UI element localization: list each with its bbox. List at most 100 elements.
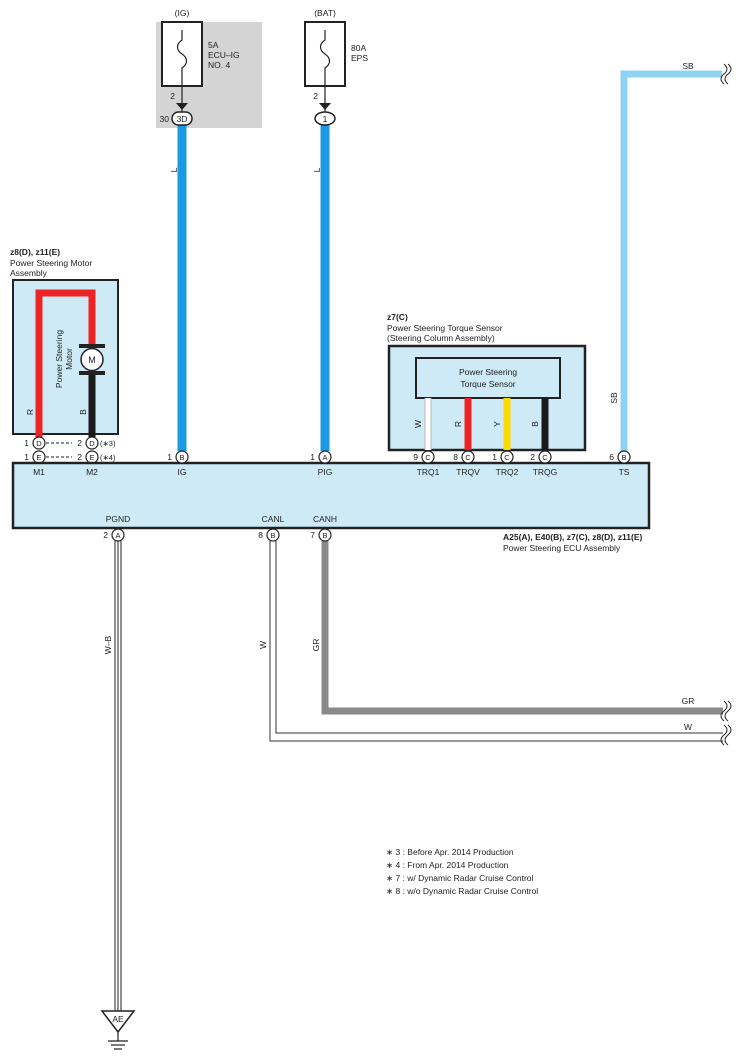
motor-row1-conn-right xyxy=(85,436,99,450)
terminal-canh-name: CANH xyxy=(313,514,337,524)
torque-sensor-inner-box xyxy=(415,357,561,399)
motor-wire-b-label: B xyxy=(78,409,88,415)
motor-code: z8(D), z11(E) xyxy=(10,247,60,257)
connector-bat-label: 1 xyxy=(323,114,328,124)
terminal-ts-conn: B xyxy=(621,453,626,462)
motor-symbol-bottom xyxy=(79,371,105,375)
fuse-ig-pin: 2 xyxy=(170,91,175,101)
wire-label-canl-h: W xyxy=(684,722,692,732)
terminal-trqv-pin: 8 xyxy=(453,452,458,462)
fuse-ig-rating: 5A xyxy=(208,40,219,50)
wire-canl-outer xyxy=(269,541,723,742)
trq-wire-w-label: W xyxy=(413,420,423,428)
connector-3d xyxy=(171,111,193,126)
connector-3d-label: 3D xyxy=(177,114,188,124)
motor-row1-pin-right: 2 xyxy=(77,438,82,448)
terminal-trq2-conn: C xyxy=(504,453,510,462)
motor-row2-pin-left: 1 xyxy=(24,452,29,462)
terminal-trq1-connector xyxy=(421,450,435,464)
torque-sensor-inner-2: Torque Sensor xyxy=(460,379,515,389)
fuse-bat-symbol xyxy=(319,30,331,86)
terminal-canl-conn: B xyxy=(270,531,275,540)
fuse-ig-source: (IG) xyxy=(175,8,190,18)
connector-3d-pin: 30 xyxy=(160,114,170,124)
terminal-trqv-name: TRQV xyxy=(456,467,480,477)
ecu-bottom-terminals: PGND 2 A CANL 8 B CANH 7 B xyxy=(103,514,337,542)
wire-canl-inner xyxy=(275,541,723,734)
terminal-trqg-conn: C xyxy=(542,453,548,462)
terminal-pig-connector xyxy=(318,450,332,464)
wire-label-canl: W xyxy=(258,641,268,649)
terminal-trq1-pin: 9 xyxy=(413,452,418,462)
trq-wire-r-label: R xyxy=(453,421,463,427)
terminal-ig-name: IG xyxy=(178,467,187,477)
terminal-trq1-name: TRQ1 xyxy=(417,467,440,477)
motor-icon xyxy=(80,347,104,372)
wire-label-canh: GR xyxy=(311,639,321,652)
break-mark-w-2 xyxy=(724,724,732,746)
torque-sensor-inner-1: Power Steering xyxy=(459,367,517,377)
terminal-trq2-name: TRQ2 xyxy=(496,467,519,477)
motor-row2-note: (∗4) xyxy=(100,453,116,462)
wire-label-pig: L xyxy=(312,167,322,172)
note-1: ∗ 3 : Before Apr. 2014 Production xyxy=(386,847,514,857)
ground-label: AE xyxy=(112,1014,124,1024)
motor-row2-pin-right: 2 xyxy=(77,452,82,462)
fuse-bat-source: (BAT) xyxy=(314,8,336,18)
fuse-ig-arrow xyxy=(176,103,188,110)
break-mark-sb-2 xyxy=(724,63,732,85)
motor-inner-label-2: Motor xyxy=(64,348,74,370)
motor-row1-conn-left xyxy=(32,436,46,450)
torque-sensor-title-1: Power Steering Torque Sensor xyxy=(387,323,503,333)
ecu-box xyxy=(11,461,651,530)
motor-inner-label-1: Power Steering xyxy=(54,330,64,388)
note-4: ∗ 8 : w/o Dynamic Radar Cruise Control xyxy=(386,886,538,896)
torque-sensor-code: z7(C) xyxy=(387,312,408,322)
break-mark-sb xyxy=(720,63,728,85)
terminal-trq1-conn: C xyxy=(425,453,431,462)
terminal-trq2-connector xyxy=(500,450,514,464)
fuse-bat-arrow xyxy=(319,103,331,110)
terminal-pgnd-pin: 2 xyxy=(103,530,108,540)
trq-wire-b-label: B xyxy=(530,421,540,427)
terminal-ig-connector xyxy=(175,450,189,464)
terminal-trqv-conn: C xyxy=(465,453,471,462)
terminal-trqg-name: TRQG xyxy=(533,467,558,477)
ground-point-icon xyxy=(100,1010,136,1034)
terminal-canh-conn: B xyxy=(322,531,327,540)
motor-wire-r-label: R xyxy=(25,409,35,415)
terminal-pgnd-conn: A xyxy=(115,531,120,540)
terminal-ts-name: TS xyxy=(619,467,630,477)
terminal-canl-connector xyxy=(266,528,280,542)
terminal-canl-pin: 8 xyxy=(258,530,263,540)
terminal-pig-name: PIG xyxy=(318,467,333,477)
terminal-trqv-connector xyxy=(461,450,475,464)
break-mark-w xyxy=(720,724,728,746)
motor-row2-conn-right-label: E xyxy=(89,453,94,462)
terminal-trqg-pin: 2 xyxy=(530,452,535,462)
trq-wire-y-label: Y xyxy=(492,421,502,427)
terminal-ig-pin: 1 xyxy=(167,452,172,462)
wire-label-pgnd: W–B xyxy=(103,635,113,654)
motor-title-1: Power Steering Motor xyxy=(10,258,92,268)
motor-symbol: M xyxy=(88,355,96,365)
terminal-canh-pin: 7 xyxy=(310,530,315,540)
motor-row1-conn-left-label: D xyxy=(36,439,42,448)
torque-sensor-title-2: (Steering Column Assembly) xyxy=(387,333,495,343)
fuse-ig-name-2: NO. 4 xyxy=(208,60,230,70)
break-mark-gr-2 xyxy=(724,700,732,722)
note-3: ∗ 7 : w/ Dynamic Radar Cruise Control xyxy=(386,873,534,883)
terminal-m2-name: M2 xyxy=(86,467,98,477)
terminal-canl-name: CANL xyxy=(262,514,285,524)
wire-label-canh-h: GR xyxy=(682,696,695,706)
terminal-ts-pin: 6 xyxy=(609,452,614,462)
motor-symbol-top xyxy=(79,344,105,348)
fuse-ig-symbol xyxy=(176,30,188,86)
terminal-m1-name: M1 xyxy=(33,467,45,477)
motor-title-2: Assembly xyxy=(10,268,48,278)
motor-row1-pin-left: 1 xyxy=(24,438,29,448)
connector-bat xyxy=(314,111,336,126)
terminal-pgnd-name: PGND xyxy=(106,514,131,524)
wire-label-ts-h: SB xyxy=(682,61,694,71)
